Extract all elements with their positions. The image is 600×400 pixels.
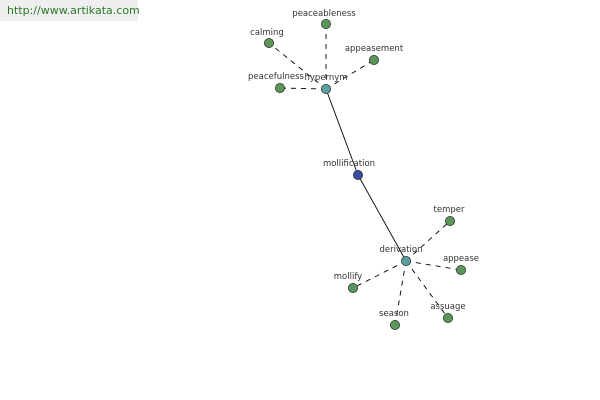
label-appease: appease (443, 254, 479, 264)
label-appeasement: appeasement (345, 44, 404, 54)
node-peaceableness[interactable] (320, 18, 331, 29)
label-peaceableness: peaceableness (292, 9, 356, 19)
label-mollify: mollify (334, 272, 362, 282)
label-season: season (379, 309, 409, 319)
watermark-banner: http://www.artikata.com (0, 0, 140, 21)
edge-hypernym (325, 88, 359, 176)
watermark-url[interactable]: http://www.artikata.com (7, 4, 140, 17)
edges (268, 24, 462, 326)
edge-season (394, 260, 407, 326)
label-temper: temper (434, 205, 465, 215)
node-mollification[interactable] (352, 169, 363, 180)
labels: peaceableness calming appeasement peacefuln… (248, 9, 479, 319)
edge-derivation (357, 174, 407, 262)
label-mollification: mollification (323, 159, 375, 169)
node-derivation[interactable] (400, 255, 411, 266)
node-mollify[interactable] (347, 282, 358, 293)
label-assuage: assuage (430, 302, 465, 312)
node-hypernym[interactable] (320, 84, 331, 95)
label-hypernym: hypernym (304, 73, 347, 83)
edge-assuage (405, 260, 449, 319)
label-derivation: derivation (379, 245, 422, 255)
label-calming: calming (250, 28, 284, 38)
node-calming[interactable] (263, 38, 274, 49)
nodes (263, 18, 466, 330)
node-appeasement[interactable] (368, 55, 379, 66)
edge-calming (268, 42, 327, 90)
node-season[interactable] (389, 319, 400, 330)
edge-peacefulness (279, 87, 327, 90)
node-peacefulness[interactable] (274, 83, 285, 94)
label-peacefulness: peacefulness (248, 72, 305, 82)
node-assuage[interactable] (442, 312, 453, 323)
node-temper[interactable] (444, 215, 455, 226)
node-appease[interactable] (455, 264, 466, 275)
